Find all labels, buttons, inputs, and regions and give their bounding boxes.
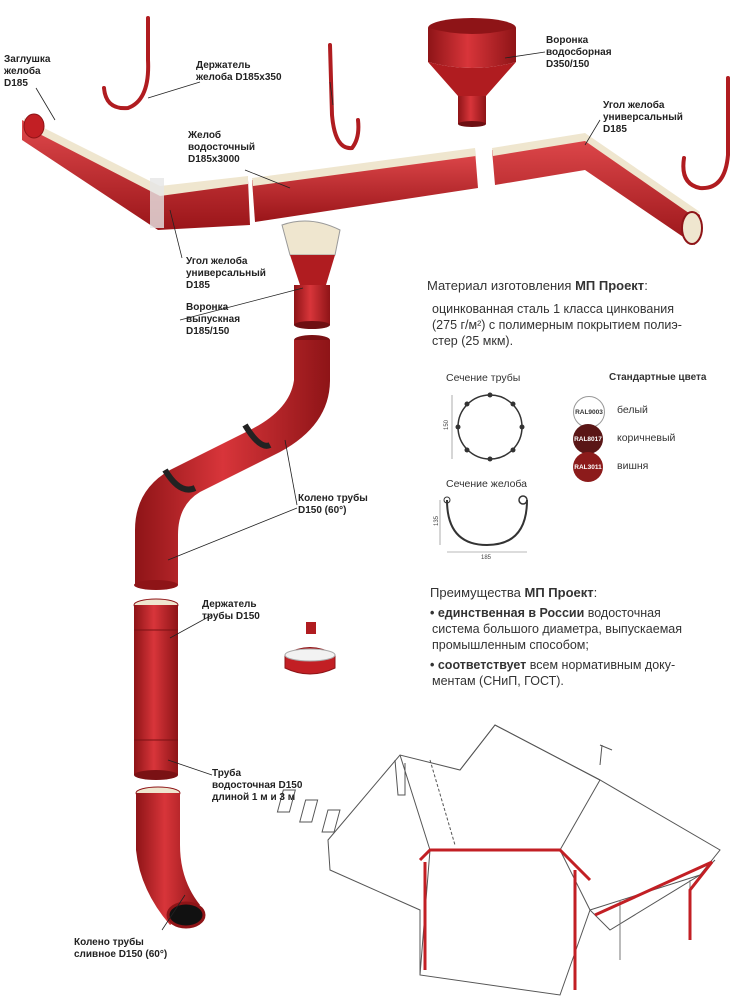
swatch-cherry-code: RAL3011 <box>574 463 602 471</box>
swatch-white: RAL9003 <box>573 396 605 428</box>
pipe-section-dim: 150 <box>444 419 451 431</box>
label-pipe-holder: Держатель трубы D150 <box>202 599 260 622</box>
label-gutter-corner-left: Угол желоба универсальный D185 <box>186 256 266 291</box>
gutter-hook-right <box>681 76 730 191</box>
swatch-brown-code: RAL8017 <box>574 435 602 443</box>
label-outlet-funnel: Воронка выпускная D185/150 <box>186 302 241 337</box>
label-gutter-end-cap: Заглушка желоба D185 <box>4 54 51 89</box>
color-name-brown: коричневый <box>617 432 676 444</box>
gutter-left-run <box>22 113 250 230</box>
gutter-hook-left <box>102 16 151 111</box>
material-line-2: (275 г/м²) с полимерным покрытием полиэ- <box>432 318 682 332</box>
advantage-1-bold: единственная в России <box>437 606 585 620</box>
material-heading-prefix: Материал изготовления <box>427 278 576 293</box>
color-name-white: белый <box>617 404 648 416</box>
label-pipe-elbow: Колено трубы D150 (60°) <box>298 493 368 516</box>
advantage-2-line-1: • соответствует всем нормативным доку- <box>430 657 675 673</box>
house-drawing <box>276 724 721 996</box>
pipe-elbow <box>134 335 330 590</box>
color-name-cherry: вишня <box>617 460 649 472</box>
material-line-1: оцинкованная сталь 1 класса цинкования <box>432 302 674 316</box>
label-gutter: Желоб водосточный D185x3000 <box>188 130 256 165</box>
material-line-3: стер (25 мкм). <box>432 334 514 348</box>
drain-elbow <box>135 786 206 929</box>
colors-title: Стандартные цвета <box>609 372 707 383</box>
collecting-funnel <box>428 18 516 127</box>
bullet-1: • <box>430 606 438 620</box>
outlet-funnel <box>281 220 341 329</box>
house-gutters <box>418 848 714 990</box>
advantage-1-line-2: система большого диаметра, выпускаемая <box>432 622 683 636</box>
gutter-center <box>252 148 478 222</box>
swatch-cherry: RAL3011 <box>573 452 603 482</box>
label-gutter-hook: Держатель желоба D185x350 <box>196 60 282 83</box>
gutter-section-dim-h: 185 <box>481 555 492 561</box>
advantage-2-line-2: ментам (СНиП, ГОСТ). <box>432 674 564 688</box>
label-drain-elbow: Колено трубы сливное D150 (60°) <box>74 937 168 960</box>
advantage-2-rest: всем нормативным доку- <box>526 658 676 672</box>
label-gutter-corner-right: Угол желоба универсальный D185 <box>603 100 683 135</box>
gutter-right-run <box>492 133 703 245</box>
advantage-2-bold: соответствует <box>437 658 527 672</box>
advantages-heading: Преимущества МП Проект: <box>430 585 597 601</box>
gutter-hook-center <box>328 43 361 151</box>
leader-lines <box>35 51 601 931</box>
advantage-1-line-3: промышленным способом; <box>432 638 589 652</box>
advantages-heading-suffix: : <box>593 585 598 600</box>
label-collecting-funnel: Воронка водосборная D350/150 <box>546 35 612 70</box>
gutter-section-title: Сечение желоба <box>446 478 528 490</box>
gutter-section-dim-v: 135 <box>434 515 441 527</box>
advantage-1-rest: водосточная <box>584 606 661 620</box>
swatch-white-code: RAL9003 <box>575 408 603 416</box>
material-heading-suffix: : <box>644 278 648 293</box>
advantages-heading-prefix: Преимущества <box>430 585 525 600</box>
downpipe <box>133 598 179 780</box>
bullet-2: • <box>430 658 438 672</box>
advantages-heading-brand: МП Проект <box>524 585 594 600</box>
advantage-1-line-1: • единственная в России водосточная <box>430 605 661 621</box>
label-downpipe: Труба водосточная D150 длиной 1 м и 3 м <box>212 768 303 803</box>
gutter-section-diagram <box>439 495 528 553</box>
pipe-section-diagram <box>451 392 525 462</box>
pipe-holder <box>284 622 336 675</box>
material-heading-brand: МП Проект <box>575 278 645 293</box>
pipe-section-title: Сечение трубы <box>446 372 521 384</box>
material-heading: Материал изготовления МП Проект: <box>427 278 648 294</box>
swatch-brown: RAL8017 <box>573 424 603 454</box>
